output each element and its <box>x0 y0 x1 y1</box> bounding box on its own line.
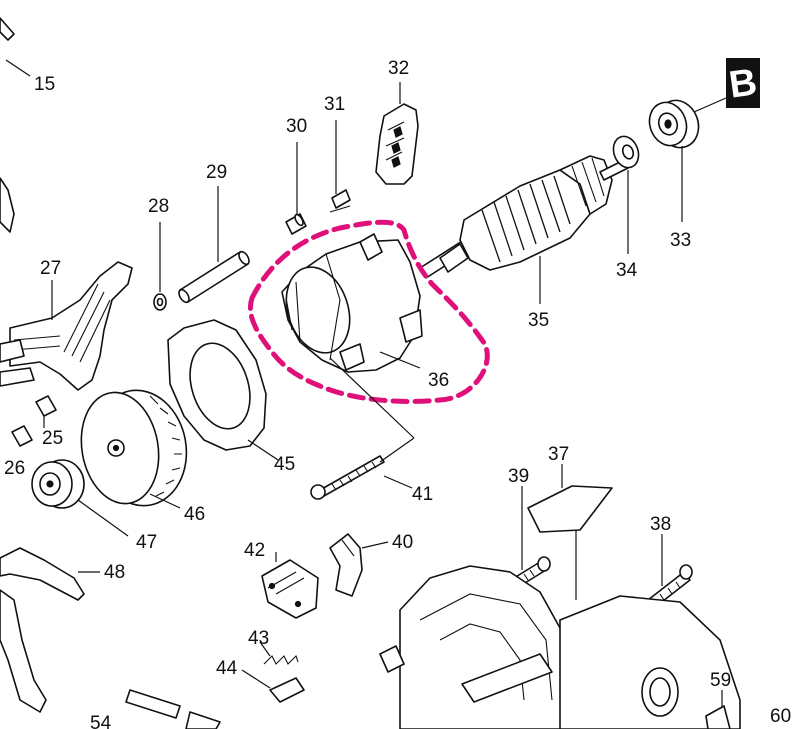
label-part-36: 36 <box>428 370 449 391</box>
part-35-armature <box>419 155 629 304</box>
label-part-48: 48 <box>104 562 125 583</box>
label-part-30: 30 <box>286 116 307 137</box>
label-part-38: 38 <box>650 514 671 535</box>
label-part-47: 47 <box>136 532 157 553</box>
part-36-field <box>281 233 423 373</box>
label-part-37: 37 <box>548 444 569 465</box>
part-38-screw <box>647 534 693 609</box>
left-edge-fragment <box>0 177 15 233</box>
part-27-brush-holder <box>0 261 133 391</box>
part-54-pin <box>125 689 221 729</box>
motor-housing <box>379 565 741 729</box>
label-part-44: 44 <box>216 658 238 679</box>
label-part-43: 43 <box>248 628 269 649</box>
label-part-32: 32 <box>388 58 409 79</box>
svg-text:B: B <box>726 61 759 106</box>
label-part-25: 25 <box>42 428 63 449</box>
label-part-40: 40 <box>392 532 413 553</box>
label-part-39: 39 <box>508 466 529 487</box>
part-31-clip <box>329 120 351 213</box>
label-part-35: 35 <box>528 310 549 331</box>
part-34-washer <box>612 135 640 254</box>
part-40-clip <box>329 533 389 597</box>
part-29-shaft <box>178 186 250 304</box>
section-marker-b: B <box>726 58 760 108</box>
part-26-pin <box>11 425 33 447</box>
label-part-27: 27 <box>40 258 61 279</box>
part-43-spring <box>259 641 299 665</box>
part-25-pin <box>35 395 57 428</box>
part-labels: 15 32 31 30 29 28 27 33 34 35 36 25 26 4… <box>4 58 791 729</box>
label-part-26: 26 <box>4 458 25 479</box>
part-28-retaining-ring <box>153 222 167 311</box>
label-part-59: 59 <box>710 670 731 691</box>
label-part-33: 33 <box>670 230 691 251</box>
label-part-31: 31 <box>324 94 345 115</box>
label-part-41: 41 <box>412 484 433 505</box>
part-30-sleeve <box>285 142 307 235</box>
label-part-29: 29 <box>206 162 227 183</box>
label-part-46: 46 <box>184 504 205 525</box>
part-46-fan <box>80 389 188 509</box>
label-part-28: 28 <box>148 196 169 217</box>
label-part-60: 60 <box>770 706 791 727</box>
part-41-screw <box>310 357 415 500</box>
part-47-bearing <box>31 459 129 537</box>
part-15-fragment <box>0 17 31 77</box>
part-48-lever <box>0 547 100 713</box>
label-part-54: 54 <box>90 713 112 729</box>
label-part-45: 45 <box>274 454 295 475</box>
label-part-15: 15 <box>34 74 55 95</box>
part-44-brush <box>241 669 305 703</box>
label-part-34: 34 <box>616 260 638 281</box>
part-42-switch <box>261 552 319 619</box>
highlight-outline-part-36 <box>248 219 490 404</box>
part-37-label <box>527 464 613 600</box>
part-32-housing-piece <box>375 82 419 185</box>
label-part-42: 42 <box>244 540 265 561</box>
part-45-ring <box>167 319 279 461</box>
part-33-bearing <box>648 97 727 222</box>
